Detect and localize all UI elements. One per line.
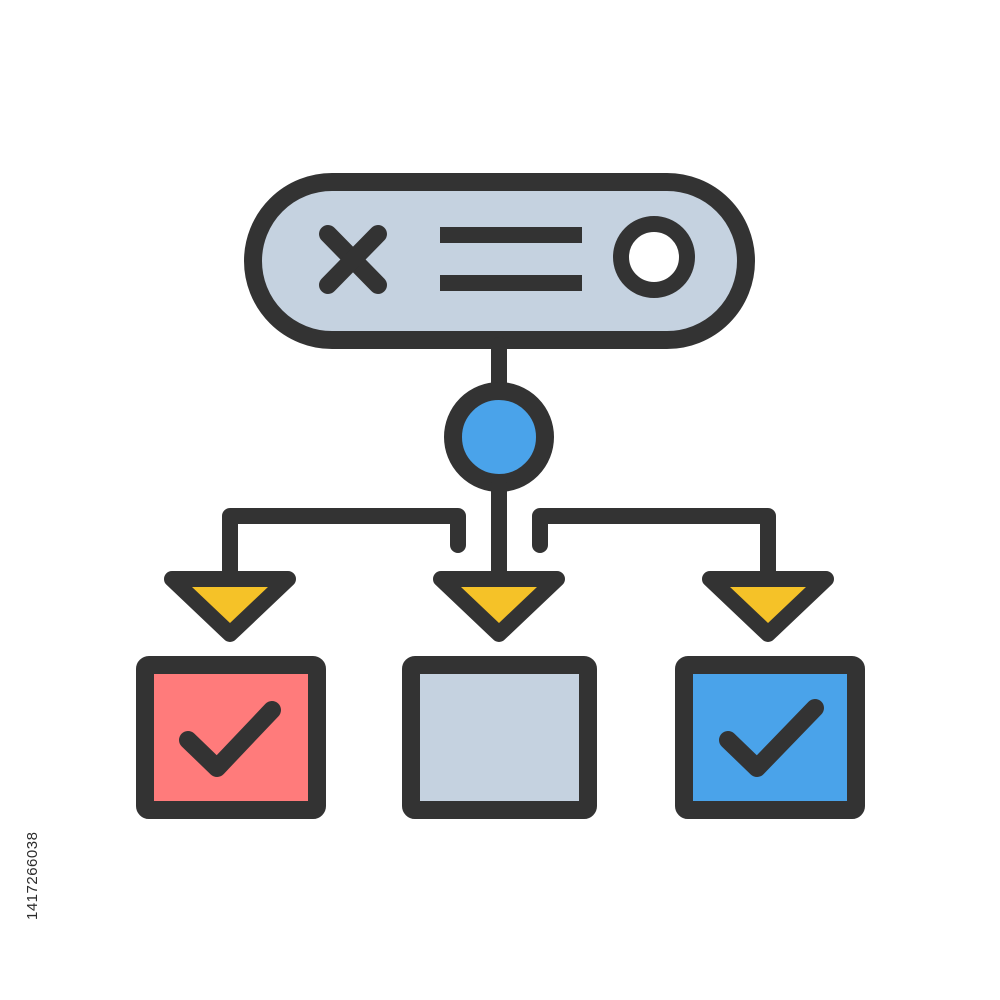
menu-lines-icon [440,227,582,291]
arrowhead-right [702,571,834,642]
branch-connectors [222,475,776,580]
checkmark-icon [719,699,824,777]
top-control-panel [244,173,755,349]
connector-right [532,508,776,580]
checkmark-icon [179,701,281,777]
arrowheads [164,571,834,642]
arrowhead-center [433,571,565,642]
radio-circle-icon [613,216,695,298]
output-box-red [136,656,326,819]
output-box-blue [675,656,865,819]
connector-left [222,508,466,580]
circle-node-icon [444,382,554,492]
checkmarks [179,699,824,777]
stock-id-label: 1417266038 [24,831,41,920]
arrowhead-left [164,571,296,642]
close-x-icon [319,225,387,294]
output-box-gray [402,656,597,819]
